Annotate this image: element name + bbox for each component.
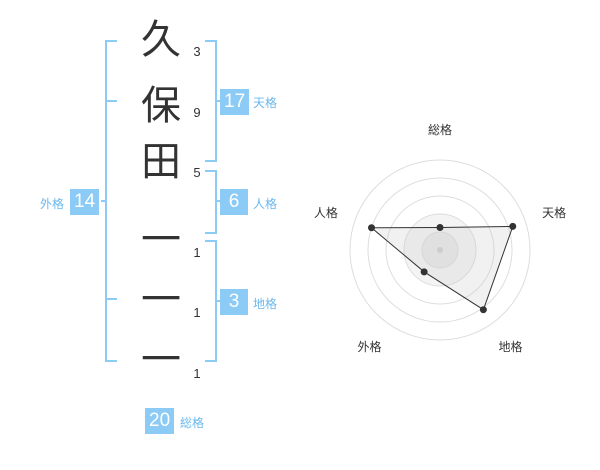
name-char-6: 一 [141, 337, 181, 383]
radar-axis-label-3: 地格 [499, 339, 523, 354]
radar-points [368, 222, 517, 314]
tenkaku-label: 天格 [253, 96, 278, 110]
tenkaku-value-badge: 17 [220, 89, 250, 115]
jinkaku-bracket [205, 170, 217, 234]
stroke-count-6: 1 [193, 366, 201, 381]
radar-center-dot [437, 247, 443, 253]
soukaku-label: 総格 [180, 416, 205, 430]
name-char-4: 一 [141, 217, 181, 263]
jinkaku-bracket-tick [217, 200, 222, 202]
radar-point-4 [420, 268, 428, 276]
jinkaku-label: 人格 [253, 197, 278, 211]
stroke-count-2: 9 [193, 105, 201, 120]
name-char-5: 一 [141, 277, 181, 323]
radar-point-2 [509, 222, 517, 230]
gaikaku-bracket-divider-1 [107, 100, 117, 102]
gaikaku-label: 外格 [40, 197, 65, 211]
radar-axis-label-5: 人格 [314, 205, 338, 220]
radar-axis-label-2: 天格 [542, 205, 566, 220]
chikaku-bracket-tick [217, 300, 222, 302]
tenkaku-bracket [205, 40, 217, 162]
stroke-count-5: 1 [193, 305, 201, 320]
chikaku-label: 地格 [253, 297, 278, 311]
chikaku-bracket [205, 240, 217, 362]
radar-axis-label-4: 外格 [357, 339, 381, 354]
tenkaku-bracket-tick [217, 100, 222, 102]
radar-point-3 [479, 306, 487, 314]
stroke-count-1: 3 [193, 44, 201, 59]
stroke-count-3: 5 [193, 165, 201, 180]
name-char-1: 久 [141, 17, 181, 63]
soukaku-value-badge: 20 [145, 408, 175, 434]
radar-point-1 [436, 224, 444, 231]
gaikaku-bracket-divider-2 [107, 298, 117, 300]
jinkaku-value-badge: 6 [220, 189, 248, 215]
gaikaku-value-badge: 14 [70, 189, 100, 215]
stroke-count-4: 1 [193, 245, 201, 260]
chikaku-value-badge: 3 [220, 289, 248, 315]
radar-axis-label-1: 総格 [428, 122, 452, 137]
gaikaku-bracket-tick [101, 200, 107, 202]
name-char-2: 保 [141, 83, 181, 129]
radar-point-5 [368, 224, 376, 232]
name-char-3: 田 [141, 139, 181, 185]
radar-polygon [370, 225, 514, 311]
